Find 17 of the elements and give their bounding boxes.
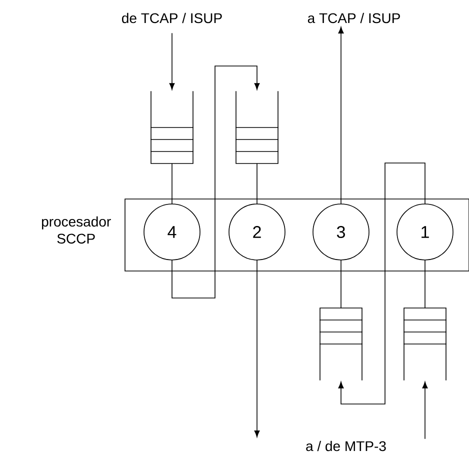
queue-drawing: [320, 308, 362, 380]
connector: [340, 260, 342, 308]
connector: [424, 260, 426, 308]
connector: [422, 382, 428, 439]
processor-label: procesador SCCP: [42, 216, 111, 244]
flow-label: a / de MTP-3: [306, 440, 386, 452]
queue-drawing: [404, 308, 446, 380]
connector: [256, 163, 258, 204]
connector: [169, 33, 175, 90]
connector: [172, 66, 260, 298]
flow-label: de TCAP / ISUP: [122, 12, 222, 24]
connector: [254, 260, 260, 438]
flow-label: a TCAP / ISUP: [308, 12, 400, 24]
queue-drawing: [150, 91, 194, 164]
queue-drawing: [236, 91, 278, 164]
connector: [338, 162, 426, 404]
connector: [338, 26, 344, 204]
